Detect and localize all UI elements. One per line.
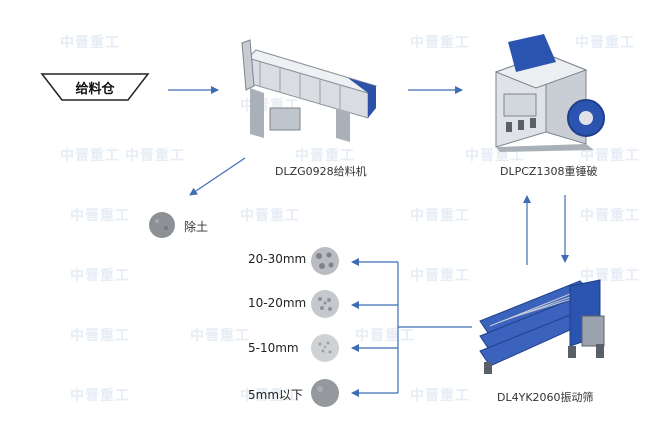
product-stone-image: [311, 379, 339, 407]
watermark: 中晋重工: [410, 208, 470, 224]
watermark: 中晋重工: [465, 148, 525, 164]
watermark: 中晋重工: [410, 268, 470, 284]
screen-label: DL4YK2060振动筛: [497, 391, 594, 404]
watermark: 中晋重工: [60, 35, 120, 51]
product-label: 5-10mm: [248, 341, 299, 355]
product-label: 5mm以下: [248, 388, 304, 402]
watermark: 中晋重工: [240, 388, 300, 404]
product-stone-image: [311, 290, 339, 318]
feeder-label: DLZG0928给料机: [275, 165, 367, 178]
watermark: 中晋重工: [60, 148, 120, 164]
crusher-label: DLPCZ1308重锤破: [500, 165, 598, 178]
feed-bin-shape: [40, 73, 150, 101]
watermark: 中晋重工: [190, 328, 250, 344]
watermark: 中晋重工: [410, 35, 470, 51]
watermark: 中晋重工: [70, 328, 130, 344]
watermark: 中晋重工: [295, 148, 355, 164]
watermark: 中晋重工: [580, 148, 640, 164]
watermark: 中晋重工: [70, 388, 130, 404]
screen-machine-image: [479, 279, 605, 374]
feed-bin: 给料仓: [40, 72, 150, 102]
watermark: 中晋重工: [240, 208, 300, 224]
crusher-machine-image: [494, 34, 605, 152]
watermark: 中晋重工: [575, 35, 635, 51]
watermark: 中晋重工: [125, 148, 185, 164]
soil-removal-image: [149, 212, 175, 238]
feeder-machine-image: [241, 39, 378, 142]
watermark: 中晋重工: [70, 268, 130, 284]
watermark: 中晋重工: [355, 328, 415, 344]
watermark: 中晋重工: [410, 388, 470, 404]
product-label: 10-20mm: [248, 296, 307, 310]
watermark: 中晋重工: [580, 208, 640, 224]
product-label: 20-30mm: [248, 252, 307, 266]
product-stone-image: [311, 247, 339, 275]
watermark: 中晋重工: [70, 208, 130, 224]
watermark: 中晋重工: [580, 268, 640, 284]
product-stone-image: [311, 334, 339, 362]
feed-bin-label: 给料仓: [75, 82, 115, 97]
removal-label: 除土: [184, 220, 209, 234]
arrow-feeder-to-removal: [189, 157, 246, 196]
